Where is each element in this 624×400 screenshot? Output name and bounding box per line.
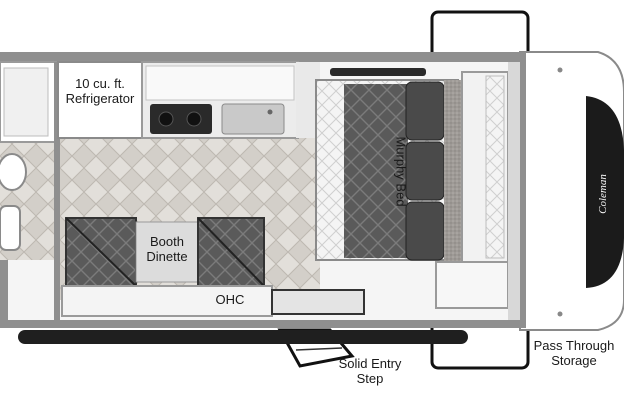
cooktop — [150, 104, 212, 134]
faucet — [267, 109, 273, 115]
dinette-label-line1: Booth — [150, 234, 184, 249]
dinette-label: Booth Dinette — [136, 234, 198, 264]
storage-door-bottom — [430, 320, 530, 370]
dinette-table — [135, 221, 199, 283]
kitchen-sink — [221, 103, 285, 135]
bath-sink — [0, 205, 21, 251]
entry-step-label-line2: Step — [356, 371, 384, 386]
top-window-rail — [330, 68, 426, 76]
burner-right — [186, 111, 202, 127]
front-window — [586, 96, 624, 288]
murphy-bed-cushion-1 — [405, 81, 445, 141]
front-wall-rail — [508, 62, 520, 320]
entry-step-label-line1: Solid Entry — [338, 356, 402, 371]
ohc-label: OHC — [215, 292, 245, 307]
entry-step-label: Solid Entry Step — [330, 356, 410, 386]
refrigerator-label-line1: 10 cu. ft. — [75, 76, 125, 91]
murphy-bed-cushion-2 — [405, 141, 445, 201]
bath-divider — [54, 62, 60, 320]
brand-logo-text: Coleman — [597, 174, 609, 214]
storage-door-top — [430, 10, 530, 60]
murphy-bed-cushion-3 — [405, 201, 445, 261]
dinette-label-line2: Dinette — [146, 249, 188, 264]
overhead-cabinet — [145, 65, 295, 101]
storage-label-line2: Storage — [551, 353, 597, 368]
front-cabinet-inner — [485, 75, 505, 259]
marker-light-top — [557, 67, 563, 73]
murphy-bed-sofa-base — [344, 84, 408, 258]
refrigerator — [57, 61, 143, 139]
awning-rail — [18, 330, 468, 344]
front-wardrobe — [435, 261, 509, 309]
bath-shower — [3, 67, 49, 137]
entry-door-frame — [271, 289, 365, 315]
murphy-bed-label: Murphy Bed — [393, 136, 409, 207]
marker-light-bottom — [557, 311, 563, 317]
refrigerator-label-line2: Refrigerator — [65, 91, 135, 106]
toilet — [0, 153, 27, 191]
storage-label-line1: Pass Through — [533, 338, 615, 353]
storage-label: Pass Through Storage — [526, 338, 622, 368]
ohc-counter — [61, 285, 273, 317]
burner-left — [158, 111, 174, 127]
refrigerator-label: 10 cu. ft. Refrigerator — [58, 76, 142, 106]
carpet-strip — [444, 80, 464, 262]
